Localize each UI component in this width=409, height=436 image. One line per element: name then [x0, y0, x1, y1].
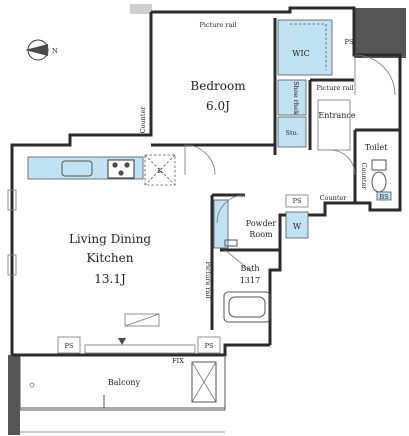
- balcony-outline: [19, 357, 226, 411]
- burner-icon: [112, 162, 118, 168]
- counter-bedroom-label: Counter: [139, 106, 147, 134]
- ps-right-label: PS: [205, 342, 214, 350]
- burner-icon: [118, 170, 124, 176]
- bedroom-label: Bedroom: [190, 79, 246, 93]
- toilet-bowl: [371, 171, 387, 193]
- picture-rail-vertical-label: Picture rail: [204, 261, 212, 298]
- powder-door: [224, 249, 253, 273]
- bathtub-inner: [228, 296, 266, 318]
- structural-column-top-right: [354, 8, 406, 58]
- ps-mid-label: PS: [293, 197, 302, 205]
- toilet-label: Toilet: [365, 143, 388, 152]
- washer-space: [285, 211, 309, 239]
- entry-arrow-icon: [118, 338, 126, 345]
- powder-label-line2: Room: [249, 230, 273, 239]
- storage-label: Sto.: [286, 129, 299, 137]
- bathtub: [223, 291, 271, 323]
- outdoor-unit: [191, 361, 217, 403]
- dining-marker: [124, 313, 160, 327]
- burner-icon: [124, 162, 130, 168]
- vent: [224, 239, 238, 247]
- washbasin-counter: [213, 199, 229, 249]
- ldk-label-line1: Living Dining: [69, 232, 151, 246]
- ps-left-label: PS: [65, 342, 74, 350]
- picture-rail-entrance-label: Picture rail: [316, 84, 353, 92]
- dining-marker-line: [124, 313, 160, 327]
- north-arrow-icon: [25, 44, 48, 56]
- ldk-size: 13.1J: [94, 272, 126, 286]
- west-window: [7, 189, 17, 211]
- ps-top-label: PS: [345, 38, 354, 46]
- counter-toilet-label: Counter: [360, 163, 368, 191]
- front-door-swing: [354, 54, 396, 96]
- exterior-wall-east: [151, 6, 402, 345]
- ldk-window: [84, 344, 196, 354]
- exterior-wall-north-west: [10, 12, 153, 355]
- structural-column-bottom-left: [8, 355, 20, 435]
- west-window: [7, 254, 17, 276]
- ps-box-right: [197, 336, 221, 354]
- picture-rail-top-label: Picture rail: [199, 21, 236, 29]
- powder-label-line1: Powder: [246, 219, 277, 228]
- exterior-wall-south: [12, 343, 270, 357]
- entrance-floor: [317, 99, 351, 151]
- bs-label: BS: [379, 193, 388, 201]
- compass: N: [25, 39, 58, 61]
- ldk-label-line2: Kitchen: [87, 251, 134, 265]
- balcony-label: Balcony: [108, 378, 141, 387]
- shoe-shelf-label: Shoe rhek: [292, 81, 300, 115]
- drain-icon: [29, 382, 35, 388]
- bath-size: 1317: [240, 276, 260, 285]
- refrigerator-space: [144, 154, 176, 186]
- structural-column-top: [130, 4, 152, 14]
- entrance-door-swing: [329, 149, 356, 176]
- bedroom-size: 6.0J: [206, 99, 230, 113]
- kitchen-sink: [61, 160, 93, 177]
- counter-right-label: Counter: [320, 194, 348, 202]
- ps-box-mid: [285, 194, 309, 208]
- bedroom-door-swing: [184, 144, 216, 176]
- toilet-basin: [376, 191, 392, 201]
- bath-door-swing: [216, 194, 246, 224]
- outdoor-unit-cross: [191, 361, 217, 403]
- entrance-label: Entrance: [318, 111, 355, 120]
- fix-label: FIX: [172, 357, 184, 365]
- compass-north-label: N: [52, 47, 58, 55]
- washer-label: W: [293, 222, 302, 231]
- wic-area: [277, 19, 333, 76]
- ps-box-left: [57, 336, 81, 354]
- wic-label: WIC: [292, 49, 310, 58]
- storage-area: [277, 116, 307, 148]
- refrigerator-label: K: [158, 167, 163, 175]
- bath-label: Bath: [240, 264, 259, 273]
- shoe-shelf-area: [277, 79, 307, 116]
- toilet-tank: [371, 159, 387, 171]
